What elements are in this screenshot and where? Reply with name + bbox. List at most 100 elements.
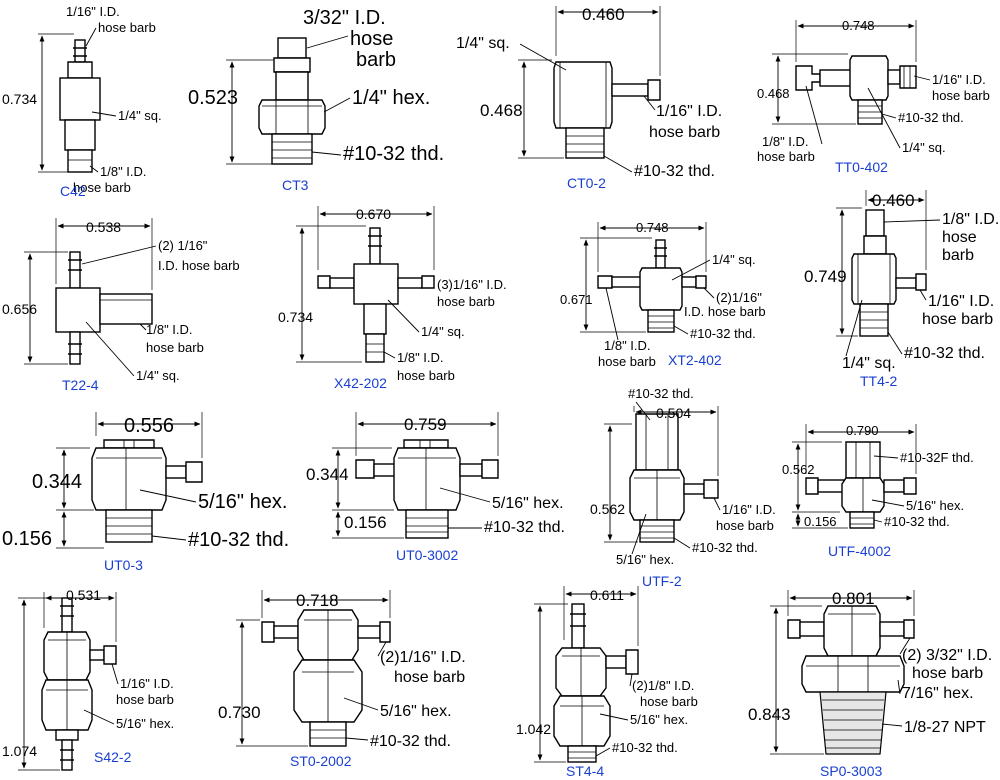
tt42-label-tbarb-line1: 1/8" I.D. (942, 211, 999, 228)
st44-drawing (553, 603, 639, 763)
ct3-label-line2: hose (350, 28, 393, 50)
fitting-tt0402: 0.748 0.468 1/16" I.D. hose barb #10-32 … (757, 18, 990, 175)
utf2-label-barb-line1: 1/16" I.D. (722, 502, 776, 517)
sp03003-label-hex: 7/16" hex. (902, 685, 974, 702)
tt0402-label-square: 1/4" sq. (902, 140, 946, 155)
utf2-label-thread: #10-32 thd. (692, 540, 758, 555)
x42202-label-barbs-line1: (3)1/16" I.D. (437, 277, 507, 292)
sp03003-drawing (787, 605, 915, 755)
tt0402-dim-width: 0.748 (842, 18, 875, 33)
fitting-c42: 0.734 1/16" I.D. hose barb 1/4" sq. 1/8"… (2, 4, 162, 199)
x42202-label-barbs-line2: hose barb (437, 294, 495, 309)
s422-label-barb-line1: 1/16" I.D. (120, 676, 174, 691)
utf2-label-topthread: #10-32 thd. (628, 386, 694, 401)
fitting-ut03: 0.556 0.344 0.156 5/16" hex. #10-32 thd.… (2, 412, 289, 573)
sp03003-label-barbs-line1: (2) 3/32" I.D. (902, 647, 992, 664)
utf4002-dim-thread: 0.156 (804, 514, 837, 529)
sp03003-dim-width: 0.801 (832, 589, 875, 608)
sp03003-label-barbs-line2: hose barb (912, 665, 983, 682)
xt2402-label-thread: #10-32 thd. (690, 326, 756, 341)
utf4002-label-hex: 5/16" hex. (906, 498, 964, 513)
ut03002-caption: UT0-3002 (396, 547, 458, 563)
xt2402-label-barbs-line2: I.D. hose barb (684, 304, 766, 319)
ct02-dim-height: 0.468 (480, 101, 523, 120)
tt42-label-square: 1/4" sq. (842, 355, 896, 372)
c42-label-bottom-line1: 1/8" I.D. (100, 164, 147, 179)
tt0402-label-thread: #10-32 thd. (898, 110, 964, 125)
tt0402-drawing (795, 55, 917, 125)
c42-dim-height: 0.734 (2, 91, 37, 107)
utf4002-label-fthread: #10-32F thd. (900, 450, 974, 465)
ct02-label-barb-line2: hose barb (649, 124, 720, 141)
xt2402-label-lbarb-line1: 1/8" I.D. (604, 338, 651, 353)
fitting-tt42: 0.460 0.749 1/8" I.D. hose barb 1/16" I.… (804, 190, 999, 389)
t224-dim-width: 0.538 (86, 219, 121, 235)
ct3-drawing (258, 37, 326, 165)
ct3-label-thread: #10-32 thd. (343, 143, 444, 165)
c42-label-top-line1: 1/16" I.D. (66, 4, 120, 19)
fitting-ut03002: 0.759 0.344 0.156 5/16" hex. #10-32 thd.… (306, 412, 565, 563)
ct3-label-hex: 1/4" hex. (352, 87, 430, 109)
st44-label-thread: #10-32 thd. (612, 740, 678, 755)
s422-caption: S42-2 (94, 749, 132, 765)
tt42-label-thread: #10-32 thd. (904, 345, 985, 362)
s422-label-barb-line2: hose barb (116, 692, 174, 707)
ut03-label-hex: 5/16" hex. (198, 491, 287, 513)
ct3-dim-height: 0.523 (188, 87, 238, 109)
tt42-drawing (851, 209, 927, 337)
st02002-label-thread: #10-32 thd. (370, 733, 451, 750)
t224-dim-height: 0.656 (2, 301, 37, 317)
st44-label-barbs-line1: (2)1/8" I.D. (632, 678, 694, 693)
st44-dim-height: 1.042 (516, 721, 551, 737)
fitting-xt2402: 0.748 0.671 1/4" sq. (2)1/16" I.D. hose … (560, 220, 766, 369)
ut03-dim-width: 0.556 (124, 415, 174, 437)
st44-label-hex: 5/16" hex. (630, 712, 688, 727)
utf4002-caption: UTF-4002 (828, 543, 891, 559)
st44-label-barbs-line2: hose barb (640, 694, 698, 709)
ut03-caption: UT0-3 (104, 557, 143, 573)
fitting-ct3: 0.523 3/32" I.D. hose barb 1/4" hex. #10… (188, 7, 444, 193)
st44-dim-width: 0.611 (590, 587, 624, 603)
utf4002-label-thread: #10-32 thd. (884, 514, 950, 529)
t224-drawing (55, 251, 153, 365)
t224-label-barbs-line2: I.D. hose barb (158, 258, 240, 273)
xt2402-dim-width: 0.748 (636, 220, 669, 235)
ct3-label-line1: 3/32" I.D. (303, 7, 386, 29)
c42-label-bottom-line2: hose barb (73, 180, 131, 195)
ut03002-label-hex: 5/16" hex. (492, 495, 564, 512)
st02002-label-hex: 5/16" hex. (380, 703, 452, 720)
ct3-caption: CT3 (282, 177, 309, 193)
st02002-dim-width: 0.718 (296, 591, 339, 610)
fitting-st02002: 0.718 0.730 (2)1/16" I.D. hose barb 5/16… (218, 590, 466, 769)
tt42-label-sbarb-line1: 1/16" I.D. (928, 293, 994, 310)
ut03-drawing (91, 439, 203, 543)
ct02-label-barb-line1: 1/16" I.D. (656, 103, 722, 120)
s422-dim-width: 0.531 (66, 587, 101, 603)
c42-caption: C42 (60, 183, 86, 199)
c42-label-square: 1/4" sq. (118, 108, 162, 123)
s422-label-hex: 5/16" hex. (116, 716, 174, 731)
fitting-x42202: 0.670 0.734 (3)1/16" I.D. hose barb 1/4"… (278, 206, 507, 391)
c42-drawing (59, 39, 101, 173)
tt0402-label-barb-line1: 1/16" I.D. (932, 72, 986, 87)
utf2-dim-height: 0.562 (590, 501, 625, 517)
s422-drawing (41, 597, 117, 771)
sp03003-label-thread: 1/8-27 NPT (904, 719, 986, 736)
st02002-caption: ST0-2002 (290, 753, 352, 769)
utf2-label-hex: 5/16" hex. (616, 552, 674, 567)
c42-label-top-line2: hose barb (98, 20, 156, 35)
ct02-label-square: 1/4" sq. (456, 35, 510, 52)
tt0402-label-lbarb-line1: 1/8" I.D. (762, 134, 809, 149)
fitting-s422: 0.531 1.074 1/16" I.D. hose barb 5/16" h… (2, 587, 174, 771)
st02002-label-barbs-line1: (2)1/16" I.D. (380, 649, 466, 666)
sp03003-dim-height: 0.843 (748, 705, 791, 724)
utf2-label-barb-line2: hose barb (716, 518, 774, 533)
utf4002-drawing (805, 441, 917, 529)
tt0402-label-barb-line2: hose barb (932, 88, 990, 103)
s422-dim-height: 1.074 (2, 743, 37, 759)
xt2402-drawing (597, 239, 707, 333)
xt2402-dim-height: 0.671 (560, 292, 593, 307)
t224-label-lbarb-line1: 1/8" I.D. (146, 322, 193, 337)
tt42-label-tbarb-line3: barb (942, 247, 974, 264)
